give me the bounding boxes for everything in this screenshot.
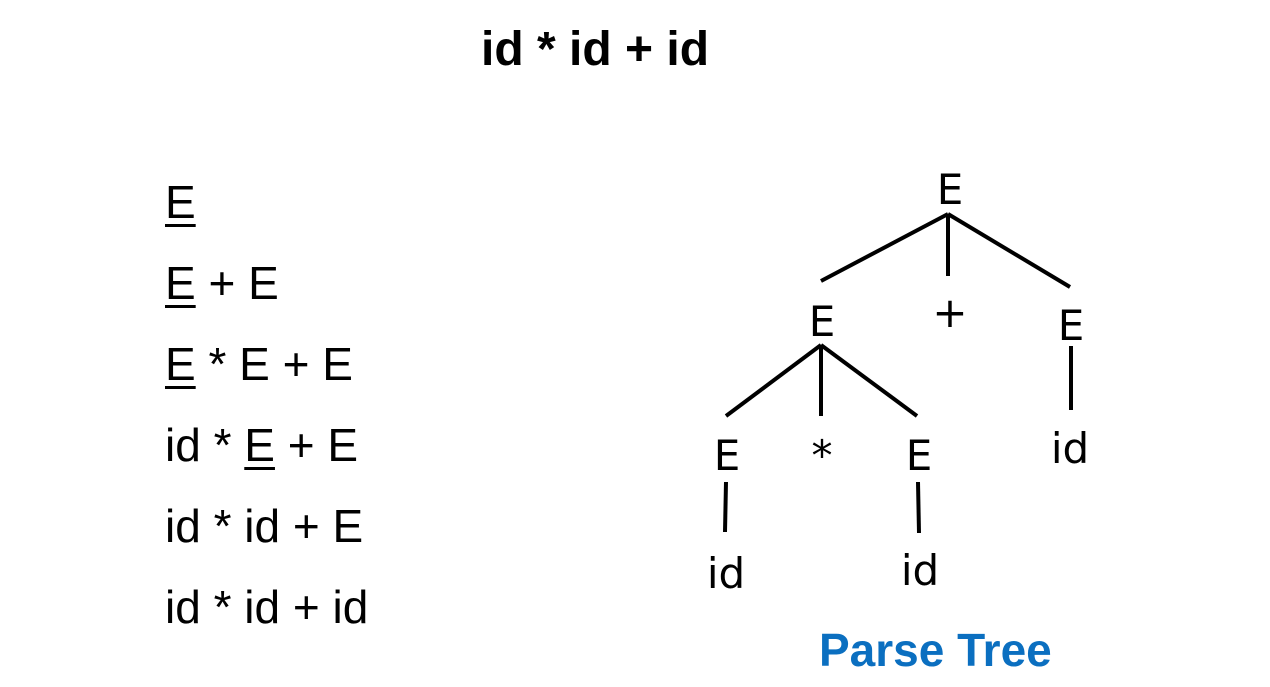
- leftmost-nonterminal: E: [244, 419, 275, 471]
- edge-leftright-id: [916, 481, 921, 534]
- edge-left-leftright: [819, 343, 919, 418]
- node-left-right-e: E: [906, 431, 933, 480]
- parse-tree-caption: Parse Tree: [819, 624, 1052, 676]
- node-left-left-e: E: [714, 431, 741, 480]
- leaf-id-1: id: [707, 549, 745, 598]
- derivation-text: id *: [165, 419, 245, 471]
- derivation-text: * E + E: [195, 338, 353, 390]
- node-times: *: [812, 431, 833, 480]
- edge-root-right: [946, 212, 1072, 289]
- derivation-step: id * id + E: [165, 486, 368, 567]
- edge-left-leftleft: [724, 343, 823, 418]
- node-root: E: [937, 165, 964, 214]
- derivation-step: E * E + E: [165, 324, 368, 405]
- expression-title: id * id + id: [480, 23, 710, 76]
- leftmost-nonterminal: E: [165, 176, 196, 228]
- node-right-e: E: [1058, 301, 1085, 350]
- edge-leftleft-id: [723, 481, 728, 533]
- derivation-text: + E: [274, 419, 359, 471]
- derivation-text: id * id + E: [165, 500, 364, 552]
- derivation-step: E: [165, 162, 368, 243]
- edge-root-left: [820, 212, 949, 283]
- derivation-step: id * E + E: [165, 405, 368, 486]
- leftmost-nonterminal: E: [165, 338, 196, 390]
- leaf-id-2: id: [901, 546, 939, 595]
- derivation-text: + E: [195, 257, 279, 309]
- derivation-step: E + E: [165, 243, 368, 324]
- leaf-id-3: id: [1051, 424, 1089, 473]
- derivation-text: id * id + id: [165, 581, 369, 633]
- node-left-e: E: [809, 297, 836, 346]
- derivation-step: id * id + id: [165, 567, 368, 648]
- node-plus: +: [932, 288, 967, 337]
- leftmost-nonterminal: E: [165, 257, 196, 309]
